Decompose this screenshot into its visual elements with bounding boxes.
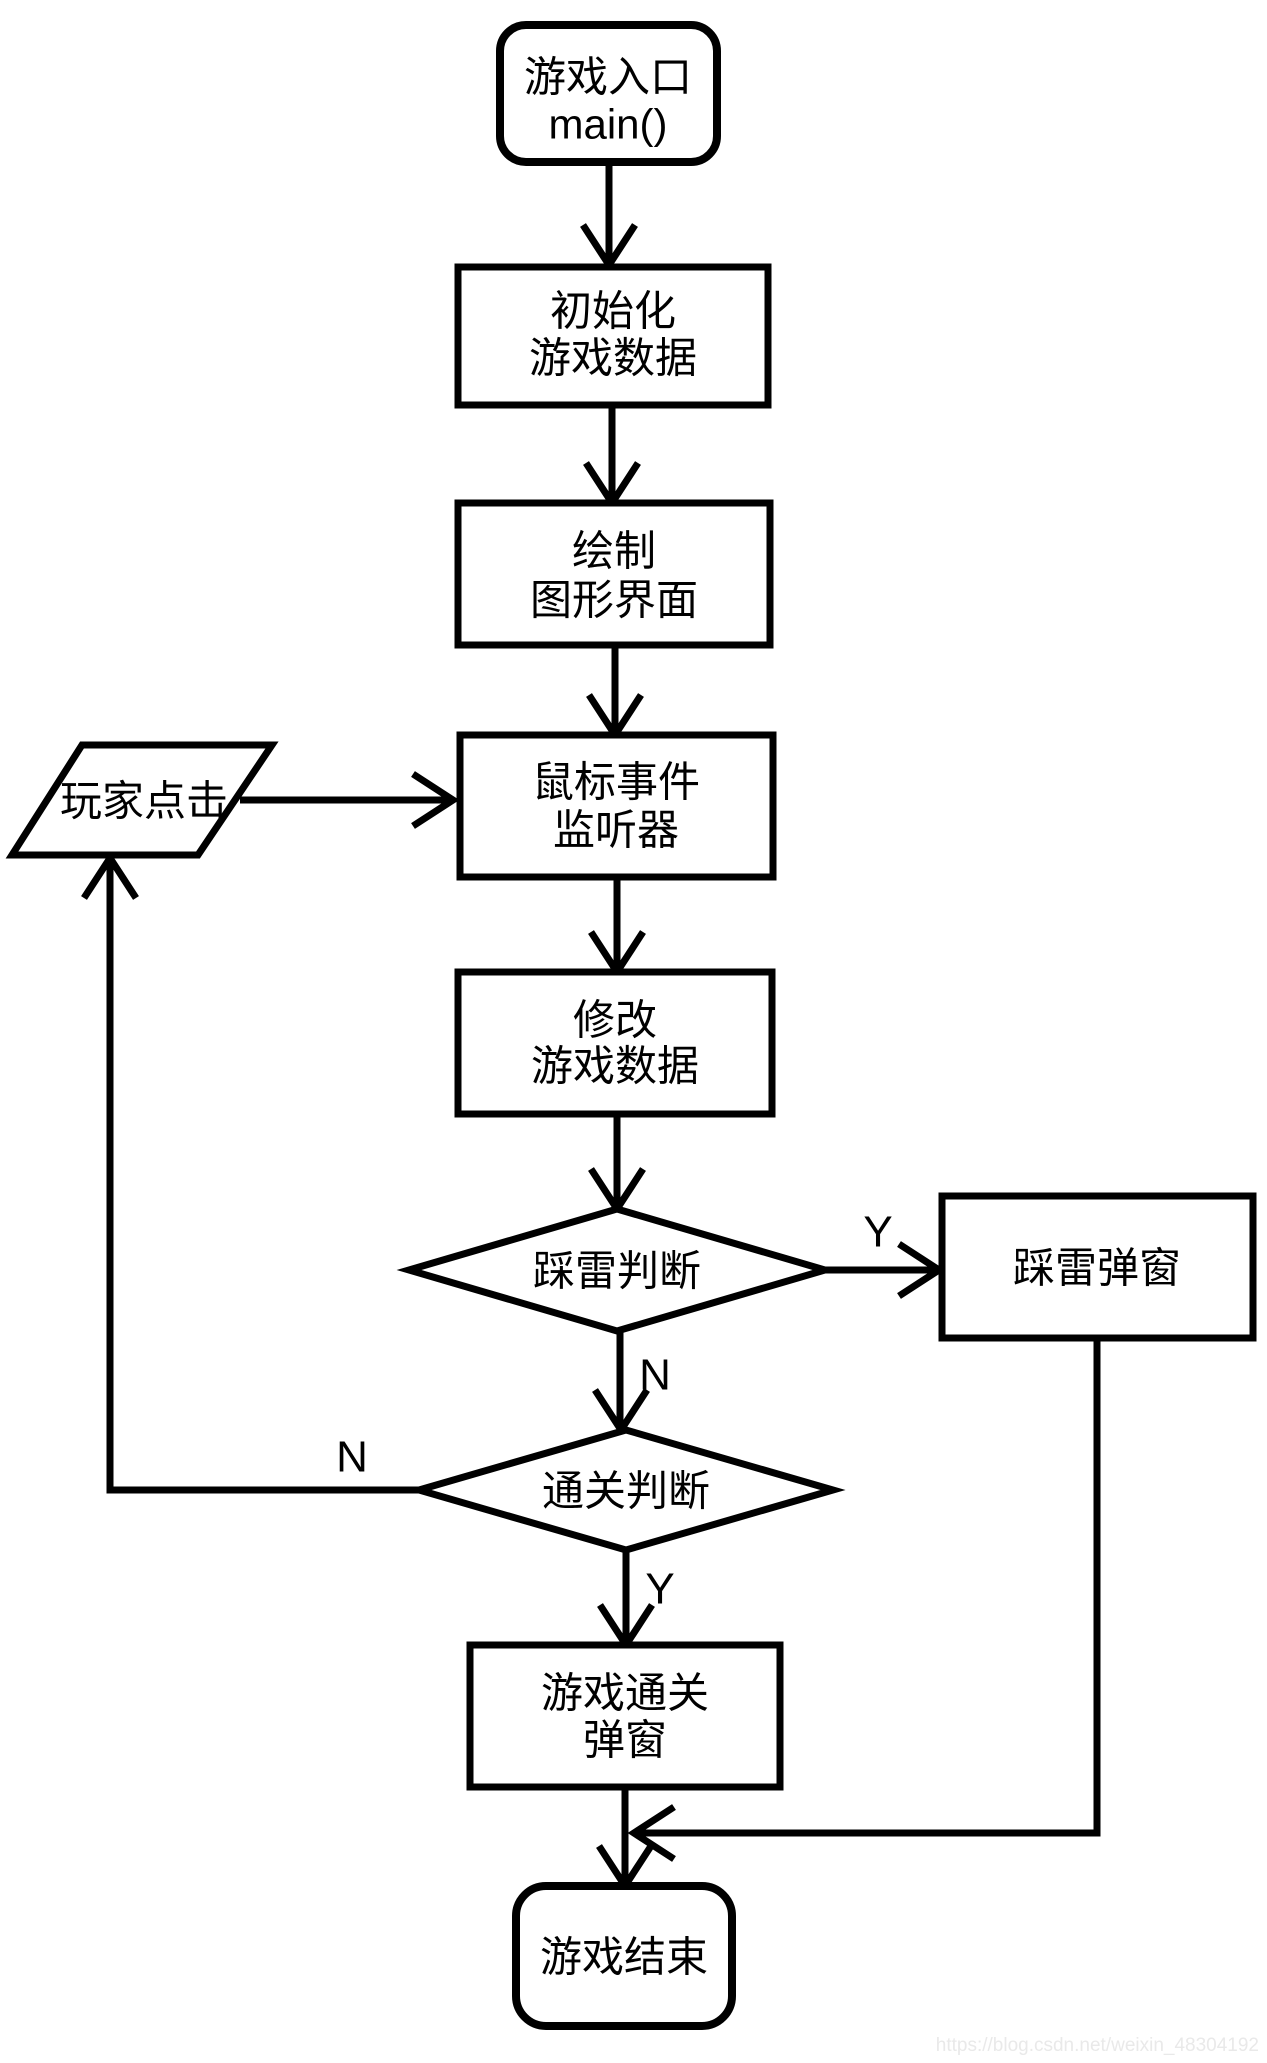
end-node-label: 游戏结束: [540, 1934, 708, 1981]
modify-node-shape: [454, 968, 776, 1118]
player-click-node-label: 玩家点击: [60, 778, 228, 825]
mine-check-node-shape: [396, 1205, 838, 1335]
player-click-node-shape: [5, 741, 279, 859]
listener-node-label-line2: 监听器: [553, 807, 679, 854]
modify-node-label-line1: 修改: [573, 997, 657, 1044]
draw-node-label-line1: 绘制: [572, 528, 656, 575]
edge-label-clear-yes: Y: [645, 1565, 674, 1614]
init-node-label-line2: 游戏数据: [529, 335, 697, 382]
win-popup-node-label-line2: 弹窗: [583, 1717, 667, 1764]
mine-check-node-label: 踩雷判断: [533, 1248, 701, 1295]
end-node-shape: [512, 1882, 736, 2030]
edge-minepopup-merge: [640, 1338, 1101, 1837]
win-popup-node-shape: [466, 1641, 784, 1791]
watermark-text: https://blog.csdn.net/weixin_48304192: [936, 2035, 1259, 2056]
init-node-shape: [454, 263, 772, 409]
edge-label-clear-no: N: [336, 1433, 368, 1482]
modify-node-label-line2: 游戏数据: [531, 1043, 699, 1090]
start-node-label-line1: 游戏入口: [524, 54, 692, 101]
clear-check-node-shape: [406, 1426, 846, 1554]
arrowhead-playerclick-listener: [411, 771, 460, 829]
arrowhead-minepopup-merge: [627, 1804, 676, 1862]
listener-node-shape: [456, 731, 777, 881]
listener-node-label-line1: 鼠标事件: [532, 759, 700, 806]
draw-node-label-line2: 图形界面: [530, 577, 698, 624]
init-node-label-line1: 初始化: [550, 288, 676, 335]
edge-label-mine-yes: Y: [863, 1208, 892, 1257]
mine-popup-node-label: 踩雷弹窗: [1013, 1245, 1181, 1292]
win-popup-node-label-line1: 游戏通关: [541, 1670, 709, 1717]
draw-node-shape: [454, 499, 774, 649]
edge-label-mine-no: N: [639, 1351, 671, 1400]
start-node-label-line2: main(): [548, 101, 667, 148]
start-node-shape: [496, 21, 721, 166]
clear-check-node-label: 通关判断: [542, 1468, 710, 1515]
mine-popup-node-shape: [938, 1192, 1257, 1342]
edge-clearcheck-playerclick: [106, 862, 419, 1494]
